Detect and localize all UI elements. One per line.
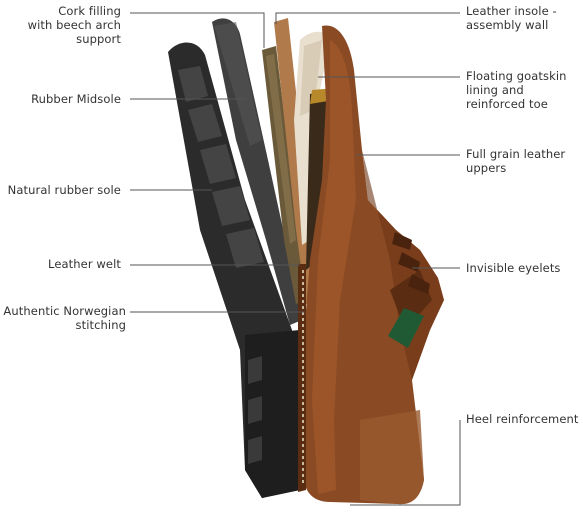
label-line: support (76, 32, 121, 46)
leader-lines (130, 12, 461, 506)
natural-rubber-sole-layer (168, 42, 300, 498)
label-cork-filling: Cork filling with beech arch support (28, 4, 121, 46)
label-line: with beech arch (27, 18, 121, 32)
label-line: reinforced toe (466, 97, 548, 111)
label-line: Leather welt (48, 257, 121, 271)
label-line: lining and (466, 83, 524, 97)
label-line: Authentic Norwegian (3, 304, 126, 318)
label-leather-welt: Leather welt (48, 257, 121, 271)
label-line: Heel reinforcement (466, 412, 579, 426)
label-line: Natural rubber sole (7, 183, 121, 197)
leader-insole (275, 12, 460, 24)
cork-filling-layer (262, 46, 306, 304)
label-line: Leather insole - (466, 4, 557, 18)
label-line: Invisible eyelets (466, 261, 561, 275)
brand-badge (388, 308, 424, 348)
label-invisible-eyelets: Invisible eyelets (466, 261, 561, 275)
label-line: stitching (75, 318, 126, 332)
label-heel-reinforcement: Heel reinforcement (466, 412, 579, 426)
label-line: Floating goatskin (466, 69, 567, 83)
label-natural-rubber-sole: Natural rubber sole (8, 183, 121, 197)
leader-cork (130, 12, 265, 48)
label-line: assembly wall (466, 18, 549, 32)
label-leather-insole: Leather insole - assembly wall (466, 4, 557, 32)
label-leather-uppers: Full grain leather uppers (466, 147, 565, 175)
label-line: Cork filling (58, 4, 121, 18)
label-goatskin-lining: Floating goatskin lining and reinforced … (466, 69, 567, 111)
label-line: Full grain leather (466, 147, 566, 161)
label-rubber-midsole: Rubber Midsole (31, 92, 121, 106)
label-line: uppers (466, 161, 507, 175)
rubber-midsole-layer (212, 18, 302, 325)
label-line: Rubber Midsole (31, 92, 121, 106)
leather-welt (298, 264, 306, 492)
leather-upper (302, 25, 444, 505)
label-norwegian-stitching: Authentic Norwegian stitching (3, 304, 126, 332)
leader-heel (350, 420, 461, 506)
